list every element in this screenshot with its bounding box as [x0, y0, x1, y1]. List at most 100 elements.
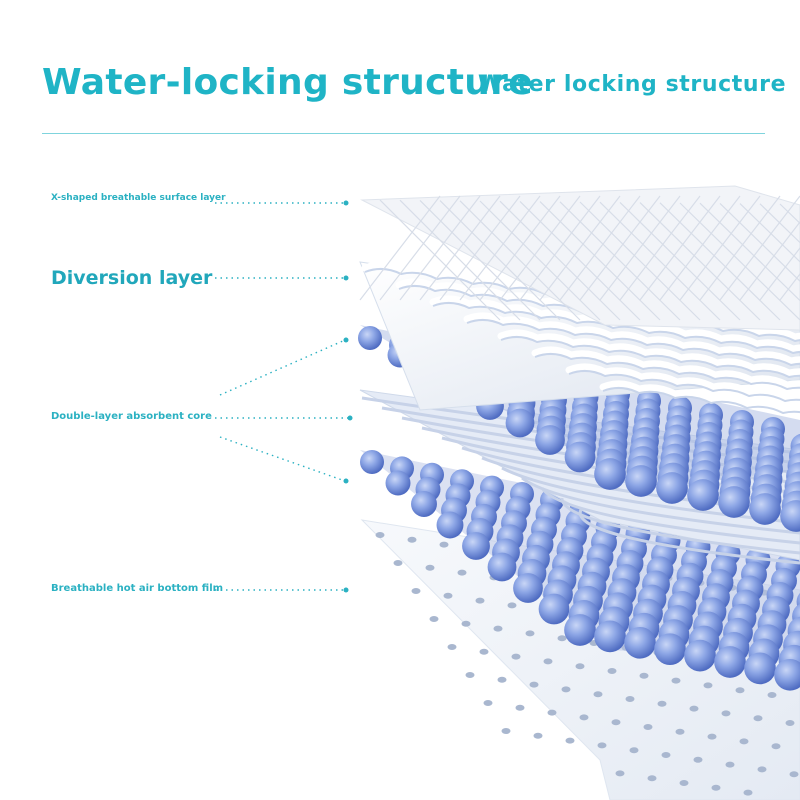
- weave-strand: [699, 202, 800, 302]
- film-hole: [483, 700, 493, 706]
- film-hole: [525, 630, 535, 637]
- weave-strand: [759, 247, 800, 301]
- absorbent-bead: [385, 470, 411, 496]
- absorbent-bead: [487, 552, 517, 582]
- film-hole: [447, 644, 457, 650]
- label-diversion-layer: Diversion layer: [51, 267, 213, 289]
- label-surface-layer: X-shaped breathable surface layer: [51, 193, 226, 203]
- weave-strand: [519, 195, 601, 301]
- absorbent-bead: [462, 532, 490, 560]
- weave-strand: [739, 203, 800, 263]
- weave-strand: [479, 200, 601, 321]
- weave-strand: [459, 200, 581, 321]
- film-hole: [643, 724, 653, 730]
- weave-strand: [599, 195, 681, 301]
- mesh-fiber: [501, 466, 800, 525]
- absorbent-bead: [436, 511, 464, 539]
- label-bottom-film: Breathable hot air bottom film: [51, 583, 224, 594]
- absorbent-bead: [718, 486, 750, 518]
- weave-strand: [579, 201, 701, 321]
- film-hole: [647, 775, 657, 782]
- film-hole: [629, 747, 639, 754]
- weave-strand: [399, 195, 481, 301]
- diversion-wave-shadow: [500, 336, 800, 379]
- absorbent-bead: [535, 425, 565, 455]
- weave-strand: [479, 195, 561, 301]
- weave-strand: [779, 273, 800, 301]
- film-hole: [501, 728, 511, 734]
- film-hole: [465, 672, 475, 678]
- weave-strand: [399, 199, 521, 321]
- page-title: Water-locking structure: [42, 62, 533, 103]
- leader-lines: [215, 202, 348, 591]
- title-divider: [42, 133, 765, 134]
- film-hole: [593, 691, 603, 698]
- film-hole: [439, 541, 449, 548]
- diversion-wave: [531, 346, 800, 389]
- absorbent-bead: [594, 458, 626, 490]
- film-hole: [511, 653, 521, 660]
- film-hole: [789, 771, 799, 778]
- film-hole: [493, 625, 503, 632]
- weave-strand: [419, 199, 541, 321]
- film-hole: [693, 756, 703, 763]
- film-hole: [533, 732, 543, 739]
- surface-layer-sheet: [359, 185, 800, 331]
- film-hole: [615, 770, 625, 777]
- weave-strand: [599, 201, 721, 321]
- film-hole: [639, 672, 649, 679]
- weave-strand: [639, 202, 761, 321]
- diversion-wave: [497, 329, 800, 377]
- film-hole: [671, 677, 681, 684]
- absorbent-bead: [594, 620, 626, 653]
- diversion-wave-shadow: [466, 319, 800, 367]
- weave-strand: [619, 201, 741, 321]
- diversion-wave-shadow: [602, 387, 800, 415]
- absorbent-bead: [360, 450, 384, 474]
- diversion-wave-shadow: [568, 370, 800, 403]
- film-hole: [735, 687, 745, 694]
- weave-strand: [459, 195, 541, 301]
- film-hole: [689, 705, 699, 712]
- absorbent-bead: [774, 658, 800, 691]
- film-hole: [507, 602, 517, 609]
- diversion-wave-shadow: [432, 302, 800, 355]
- film-hole: [707, 733, 717, 740]
- diversion-wave: [565, 363, 800, 401]
- weave-strand: [439, 200, 561, 321]
- film-hole: [579, 714, 589, 721]
- absorbent-bead: [744, 652, 776, 685]
- mesh-fiber: [540, 487, 800, 545]
- film-hole: [743, 789, 753, 796]
- film-hole: [461, 620, 471, 627]
- weave-strand: [719, 195, 800, 301]
- film-hole: [393, 560, 403, 566]
- weave-strand: [559, 195, 641, 301]
- film-hole: [547, 709, 557, 716]
- film-hole: [657, 700, 667, 707]
- weave-strand: [679, 195, 761, 301]
- absorbent-bead: [654, 633, 686, 666]
- film-hole: [443, 592, 453, 599]
- weave-strand: [419, 195, 501, 301]
- film-hole: [757, 766, 767, 773]
- mesh-fiber: [560, 497, 800, 555]
- absorbent-bead: [687, 479, 719, 511]
- film-hole: [529, 681, 539, 688]
- absorbent-bead: [684, 639, 716, 672]
- film-hole: [411, 588, 421, 594]
- page-subtitle: Water locking structure: [478, 72, 787, 97]
- weave-strand: [739, 221, 800, 301]
- film-hole: [753, 715, 763, 722]
- absorbent-bead: [564, 441, 596, 473]
- weave-strand: [639, 195, 721, 301]
- weave-strand: [539, 195, 621, 301]
- weave-strand: [499, 195, 581, 301]
- weave-strand: [659, 202, 781, 321]
- film-hole: [425, 564, 435, 571]
- absorbent-bead: [358, 326, 382, 350]
- absorbent-bead: [505, 408, 535, 438]
- film-hole: [625, 696, 635, 702]
- film-hole: [711, 784, 721, 791]
- diversion-wave: [463, 312, 800, 365]
